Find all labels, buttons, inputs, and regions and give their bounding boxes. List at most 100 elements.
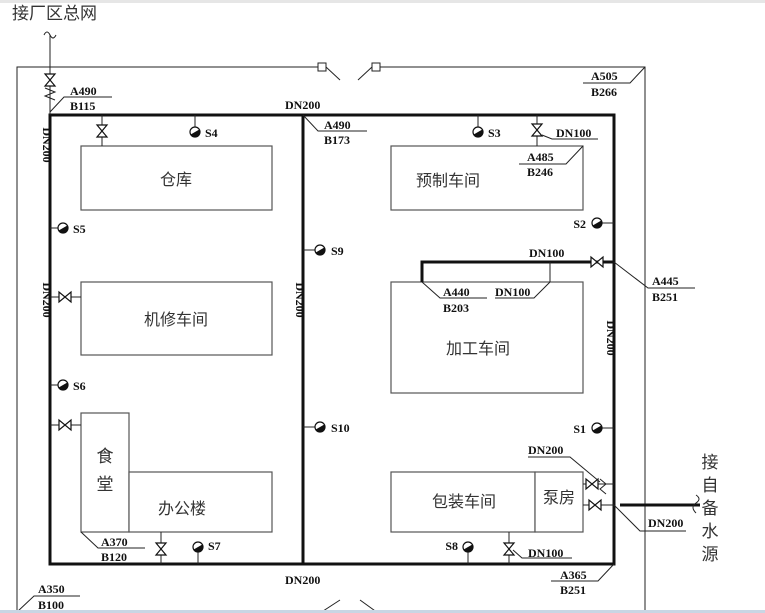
building-office — [128, 471, 273, 533]
main-network-label: 接厂区总网 — [12, 4, 97, 24]
pipe-size-label: DN100 — [495, 285, 530, 299]
pipe-size-label: DN200 — [40, 127, 54, 162]
coord-b: B251 — [560, 583, 586, 597]
coord-a: A445 — [652, 274, 679, 288]
source-char: 水 — [702, 522, 719, 542]
hydrant-s8: S8 — [445, 539, 476, 555]
hydrant-s5: S5 — [57, 222, 86, 236]
label-pump-room: 泵房 — [543, 488, 575, 507]
coord-a490-b115: A490 B115 — [49, 84, 112, 113]
hydrant-icon — [189, 126, 203, 140]
label-canteen-2: 堂 — [97, 475, 114, 495]
source-char: 自 — [702, 476, 719, 496]
source-char: 源 — [702, 545, 719, 565]
coord-a370-b120: A370 B120 — [80, 531, 145, 564]
label-warehouse: 仓库 — [160, 170, 192, 189]
backup-source-label: 接 自 备 水 源 — [702, 453, 719, 565]
coord-a490-b173: A490 B173 — [302, 114, 367, 147]
hydrant-label: S9 — [331, 244, 344, 258]
label-processing-shop: 加工车间 — [446, 339, 510, 358]
hydrant-icon — [591, 422, 605, 436]
pipe-size-label: DN200 — [293, 282, 307, 317]
hydrant-label: S4 — [205, 126, 218, 140]
hydrant-s3: S3 — [472, 126, 501, 140]
pipe-size-label: DN200 — [528, 443, 563, 457]
inlet-valve-icon — [44, 73, 56, 87]
coord-b: B120 — [101, 550, 127, 564]
valve-icon — [58, 419, 72, 431]
coord-b: B266 — [591, 85, 617, 99]
label-canteen-1: 食 — [97, 447, 114, 467]
hydrant-label: S5 — [73, 222, 86, 236]
hydrant-label: S6 — [73, 379, 86, 393]
coord-a: A490 — [324, 118, 351, 132]
coord-a: A370 — [101, 535, 128, 549]
valve-icon — [590, 256, 604, 268]
coord-a: A440 — [443, 285, 470, 299]
coord-b: B173 — [324, 133, 350, 147]
pipe-size-label: DN100 — [556, 126, 591, 140]
hydrant-s6: S6 — [57, 379, 86, 393]
coord-a: A350 — [38, 582, 65, 596]
pipe-size-label: DN200 — [604, 320, 618, 355]
label-prefab-shop: 预制车间 — [416, 171, 480, 190]
valve-icon — [503, 542, 515, 556]
building-pump-room — [534, 471, 584, 533]
valve-icon — [588, 499, 602, 511]
hydrant-s1: S1 — [573, 422, 605, 436]
hydrant-label: S8 — [445, 539, 458, 553]
building-canteen — [80, 412, 130, 533]
hydrant-s4: S4 — [189, 126, 218, 140]
coord-a445-b251: A445 B251 — [613, 261, 695, 304]
hydrant-label: S1 — [573, 422, 586, 436]
coord-a: A485 — [527, 150, 554, 164]
pipe-size-label: DN200 — [285, 573, 320, 587]
pipe-size-label: DN100 — [528, 546, 563, 560]
top-border — [0, 0, 765, 3]
coord-a: A505 — [591, 69, 618, 83]
valve-icon — [155, 542, 167, 556]
pipe-size-label: DN200 — [40, 282, 54, 317]
valve-icon — [58, 291, 72, 303]
hydrant-label: S3 — [488, 126, 501, 140]
hydrant-s10: S10 — [314, 421, 350, 435]
coord-b: B203 — [443, 301, 469, 315]
hydrant-icon — [57, 379, 71, 393]
pipe-size-label: DN200 — [285, 98, 320, 112]
building-processing-shop — [390, 281, 584, 394]
hydrant-icon — [314, 244, 328, 258]
bottom-border — [0, 610, 765, 613]
hydrant-s9: S9 — [314, 244, 344, 258]
hydrant-icon — [472, 126, 486, 140]
hydrant-icon — [462, 541, 476, 555]
hydrant-icon — [57, 222, 71, 236]
hydrant-s7: S7 — [192, 539, 221, 555]
coord-a505-b266: A505 B266 — [583, 66, 646, 99]
label-office: 办公楼 — [158, 499, 206, 518]
coord-a350-b100: A350 B100 — [16, 582, 80, 613]
coord-b: B251 — [652, 290, 678, 304]
building-prefab-shop — [390, 145, 584, 211]
building-packaging-shop — [390, 471, 536, 533]
label-packaging-shop: 包装车间 — [432, 492, 496, 511]
branch-pipes — [50, 115, 700, 564]
coord-a440-b203: A440 B203 — [421, 281, 487, 315]
hydrant-s2: S2 — [573, 217, 605, 231]
hydrant-label: S10 — [331, 421, 350, 435]
coord-a485-b246: A485 B246 — [519, 145, 584, 179]
hydrant-label: S2 — [573, 217, 586, 231]
building-warehouse — [80, 145, 273, 211]
check-valve-icon — [599, 478, 607, 495]
coord-b: B246 — [527, 165, 553, 179]
check-valve-icon — [43, 87, 57, 101]
hydrant-label: S7 — [208, 539, 221, 553]
hydrant-icon — [591, 217, 605, 231]
pipe-size-label: DN200 — [648, 516, 683, 530]
valve-icon — [531, 123, 543, 137]
pipe-size-label: DN100 — [529, 246, 564, 260]
label-repair-shop: 机修车间 — [144, 310, 208, 329]
valve-icon — [585, 478, 599, 490]
building-repair-shop — [80, 281, 273, 356]
